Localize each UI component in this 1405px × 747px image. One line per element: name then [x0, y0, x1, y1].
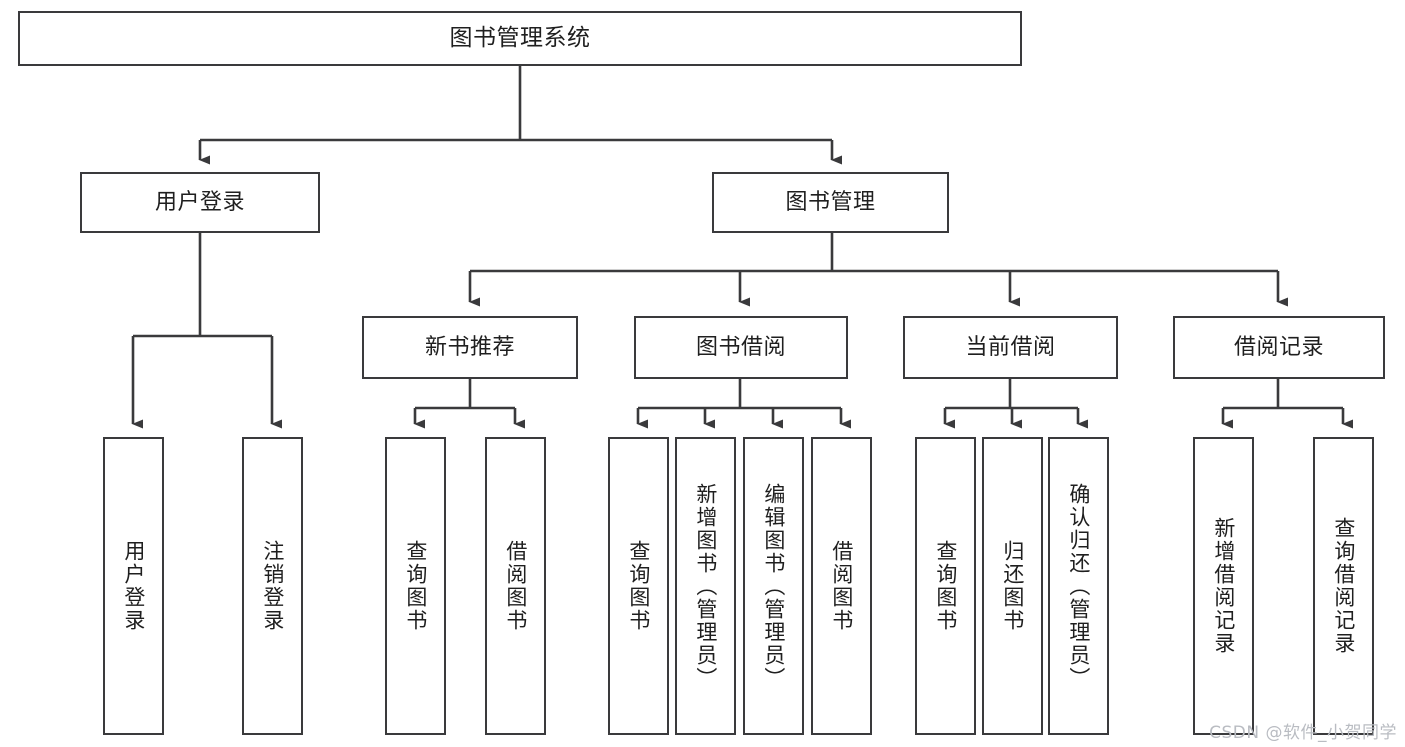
- node-label: 编辑图书（管理员）: [761, 482, 786, 690]
- node-label: 归还图书: [1000, 540, 1025, 632]
- node-label: 图书管理: [785, 189, 876, 215]
- node-current-borrow[interactable]: 当前借阅: [903, 316, 1118, 379]
- node-label: 借阅图书: [829, 540, 854, 632]
- node-root-system[interactable]: 图书管理系统: [18, 11, 1022, 66]
- node-new-book-recommend[interactable]: 新书推荐: [362, 316, 578, 379]
- node-label: 图书管理系统: [449, 25, 591, 52]
- node-label: 查询图书: [933, 540, 958, 632]
- node-label: 图书借阅: [695, 334, 786, 360]
- watermark: CSDN @软件_小贺同学: [1209, 723, 1397, 743]
- node-label: 查询图书: [626, 540, 651, 632]
- node-label: 当前借阅: [965, 334, 1056, 360]
- leaf-new-book-borrow[interactable]: 借阅图书: [485, 437, 546, 735]
- leaf-record-add[interactable]: 新增借阅记录: [1193, 437, 1254, 735]
- leaf-current-query-book[interactable]: 查询图书: [915, 437, 976, 735]
- node-label: 查询图书: [403, 540, 428, 632]
- leaf-borrow-borrow-book[interactable]: 借阅图书: [811, 437, 872, 735]
- leaf-borrow-edit-book-admin[interactable]: 编辑图书（管理员）: [743, 437, 804, 735]
- node-label: 新书推荐: [424, 334, 515, 360]
- node-label: 查询借阅记录: [1331, 517, 1356, 655]
- node-label: 用户登录: [154, 189, 245, 215]
- leaf-record-query[interactable]: 查询借阅记录: [1313, 437, 1374, 735]
- node-borrow-record[interactable]: 借阅记录: [1173, 316, 1385, 379]
- node-label: 注销登录: [260, 540, 285, 632]
- node-label: 确认归还（管理员）: [1066, 482, 1091, 690]
- node-label: 新增借阅记录: [1211, 517, 1236, 655]
- node-label: 借阅记录: [1233, 334, 1324, 360]
- node-user-login[interactable]: 用户登录: [80, 172, 320, 233]
- leaf-borrow-add-book-admin[interactable]: 新增图书（管理员）: [675, 437, 736, 735]
- leaf-user-login-signout[interactable]: 注销登录: [242, 437, 303, 735]
- node-label: 借阅图书: [503, 540, 528, 632]
- leaf-current-return-book[interactable]: 归还图书: [982, 437, 1043, 735]
- node-label: 用户登录: [121, 540, 146, 632]
- leaf-current-confirm-return-admin[interactable]: 确认归还（管理员）: [1048, 437, 1109, 735]
- leaf-new-book-query[interactable]: 查询图书: [385, 437, 446, 735]
- leaf-borrow-query-book[interactable]: 查询图书: [608, 437, 669, 735]
- node-book-borrow[interactable]: 图书借阅: [634, 316, 848, 379]
- node-book-management[interactable]: 图书管理: [712, 172, 949, 233]
- node-label: 新增图书（管理员）: [693, 482, 718, 690]
- leaf-user-login-signin[interactable]: 用户登录: [103, 437, 164, 735]
